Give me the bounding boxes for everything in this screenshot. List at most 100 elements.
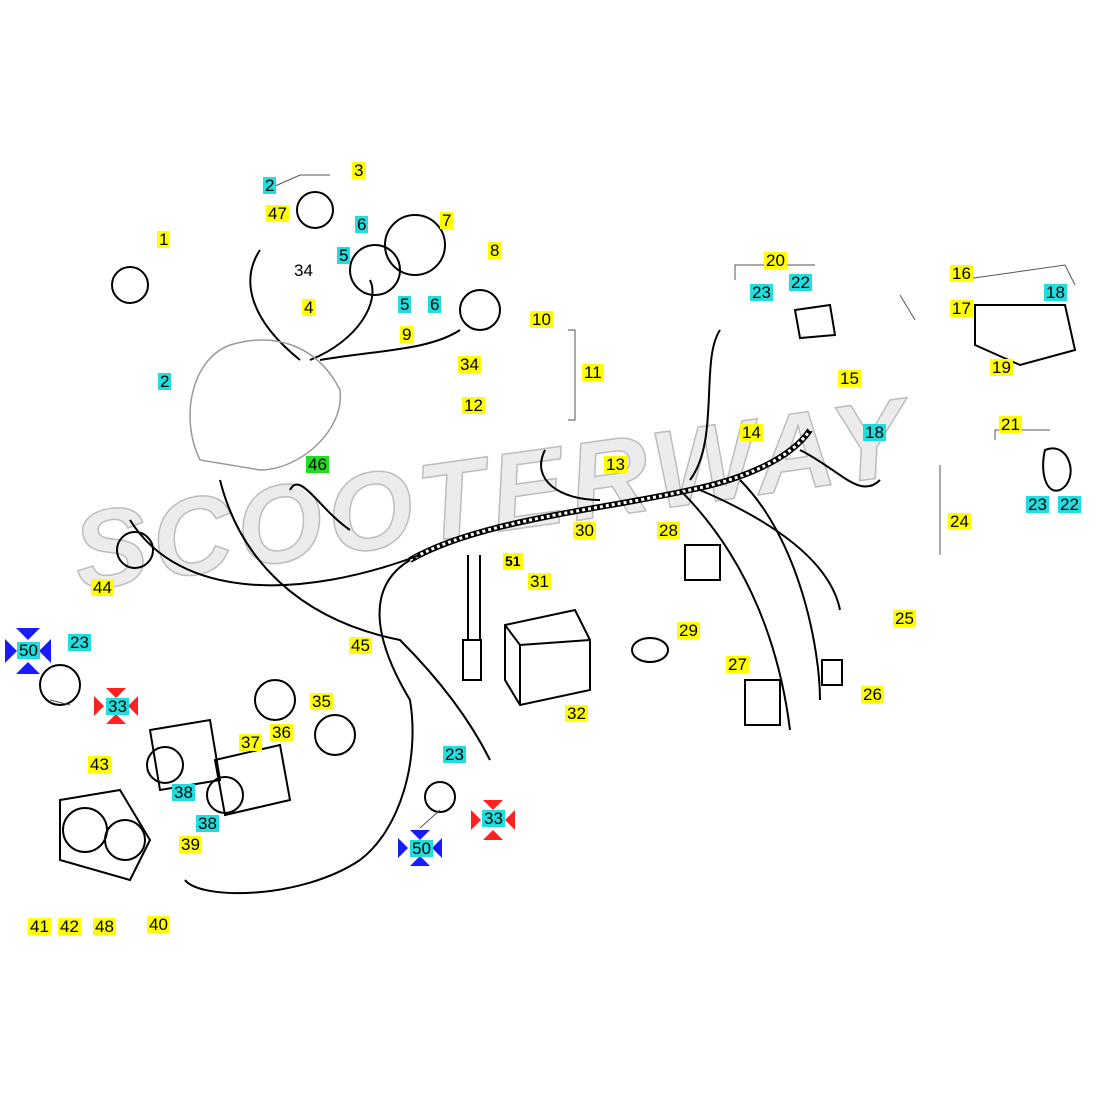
part-number-label: 20 xyxy=(764,251,787,270)
indicator-22-right xyxy=(1042,447,1072,492)
wire xyxy=(799,449,881,488)
marker-red-cross xyxy=(94,688,138,724)
speedometer xyxy=(384,214,446,276)
part-number-label: 24 xyxy=(948,512,971,531)
part-number-label: 1 xyxy=(157,230,171,249)
wire xyxy=(319,329,461,361)
part-number-label: 23 xyxy=(68,633,91,652)
indicator-lens xyxy=(424,781,456,813)
part-number-label: 32 xyxy=(565,704,588,723)
part-number-label: 38 xyxy=(196,814,219,833)
part-number-label: 51 xyxy=(503,553,523,570)
part-number-label: 21 xyxy=(999,415,1022,434)
part-number-label: 23 xyxy=(1026,495,1049,514)
part-number-label: 31 xyxy=(528,572,551,591)
part-number-label: 28 xyxy=(657,521,680,540)
part-number-label: 2 xyxy=(158,372,172,391)
relay-51 xyxy=(462,639,482,681)
part-number-label: 34 xyxy=(458,355,481,374)
part-number-label: 50 xyxy=(410,839,433,858)
part-number-label: 7 xyxy=(440,211,454,230)
switch-1 xyxy=(111,266,149,304)
part-number-label: 13 xyxy=(604,455,627,474)
battery-top xyxy=(504,624,591,705)
part-number-label: 22 xyxy=(789,273,812,292)
part-number-label: 6 xyxy=(355,215,369,234)
part-number-label: 5 xyxy=(398,295,412,314)
part-number-label: 22 xyxy=(1058,495,1081,514)
wire xyxy=(289,483,351,531)
part-number-label: 40 xyxy=(147,915,170,934)
tail-light-16 xyxy=(974,304,1077,367)
headlight-lens xyxy=(146,746,184,784)
part-number-label: 25 xyxy=(893,609,916,628)
part-number-label: 6 xyxy=(428,295,442,314)
part-number-label: 3 xyxy=(352,161,366,180)
headlight xyxy=(213,743,292,817)
part-number-label: 46 xyxy=(306,455,329,474)
main-harness-inner xyxy=(409,429,812,562)
headlight-lens xyxy=(206,776,244,814)
bulb-36 xyxy=(314,714,356,756)
coil-29 xyxy=(631,637,669,663)
gauge-8 xyxy=(459,289,501,331)
part-number-label: 50 xyxy=(17,641,40,660)
part-number-label: 16 xyxy=(950,264,973,283)
part-number-label: 48 xyxy=(93,917,116,936)
part-number-label: 37 xyxy=(239,733,262,752)
bulb-35 xyxy=(254,679,296,721)
fairing xyxy=(189,339,341,471)
part-number-label: 29 xyxy=(677,621,700,640)
relay-wires xyxy=(467,555,481,640)
part-number-label: 12 xyxy=(462,396,485,415)
relay-26 xyxy=(821,659,843,686)
marker-red-cross xyxy=(471,800,515,840)
part-number-label: 44 xyxy=(91,578,114,597)
headlight-bracket xyxy=(59,788,152,882)
indicator-lens xyxy=(39,664,81,706)
wire xyxy=(249,249,301,361)
wire xyxy=(219,479,491,761)
part-number-label: 15 xyxy=(838,369,861,388)
part-number-label: 38 xyxy=(172,783,195,802)
leader-lines xyxy=(49,174,1076,829)
headlight xyxy=(148,718,222,792)
battery-32 xyxy=(504,608,591,707)
part-number-label: 26 xyxy=(861,685,884,704)
gauge-ring xyxy=(349,244,401,296)
part-number-label: 42 xyxy=(58,917,81,936)
part-number-label: 23 xyxy=(750,283,773,302)
part-number-label: 8 xyxy=(488,241,502,260)
part-number-label: 47 xyxy=(266,204,289,223)
wire xyxy=(699,489,841,611)
part-number-label: 14 xyxy=(740,423,763,442)
marker-blue-cross xyxy=(5,628,51,674)
part-number-label: 39 xyxy=(179,835,202,854)
part-number-label: 36 xyxy=(270,723,293,742)
part-number-label: 19 xyxy=(990,358,1013,377)
part-number-label: 45 xyxy=(349,636,372,655)
part-number-label: 30 xyxy=(573,521,596,540)
wire xyxy=(540,449,601,501)
part-number-label: 41 xyxy=(28,917,51,936)
part-number-label: 33 xyxy=(482,809,505,828)
bracket-hole xyxy=(62,807,108,853)
part-number-label: 18 xyxy=(863,423,886,442)
part-number-label: 33 xyxy=(106,697,129,716)
part-number-label: 9 xyxy=(400,325,414,344)
indicator-22 xyxy=(793,303,837,340)
wire xyxy=(129,519,421,587)
wire xyxy=(739,479,821,701)
wire xyxy=(309,279,374,361)
part-number-label: 43 xyxy=(88,755,111,774)
part-number-label: 17 xyxy=(950,299,973,318)
wire xyxy=(689,329,721,481)
horn-44 xyxy=(116,531,154,569)
part-number-label: 10 xyxy=(530,310,553,329)
part-number-label: 11 xyxy=(582,363,604,382)
lamp-2 xyxy=(296,191,334,229)
wire xyxy=(184,559,414,895)
marker-blue-cross xyxy=(398,830,442,866)
regulator-27 xyxy=(744,679,781,726)
